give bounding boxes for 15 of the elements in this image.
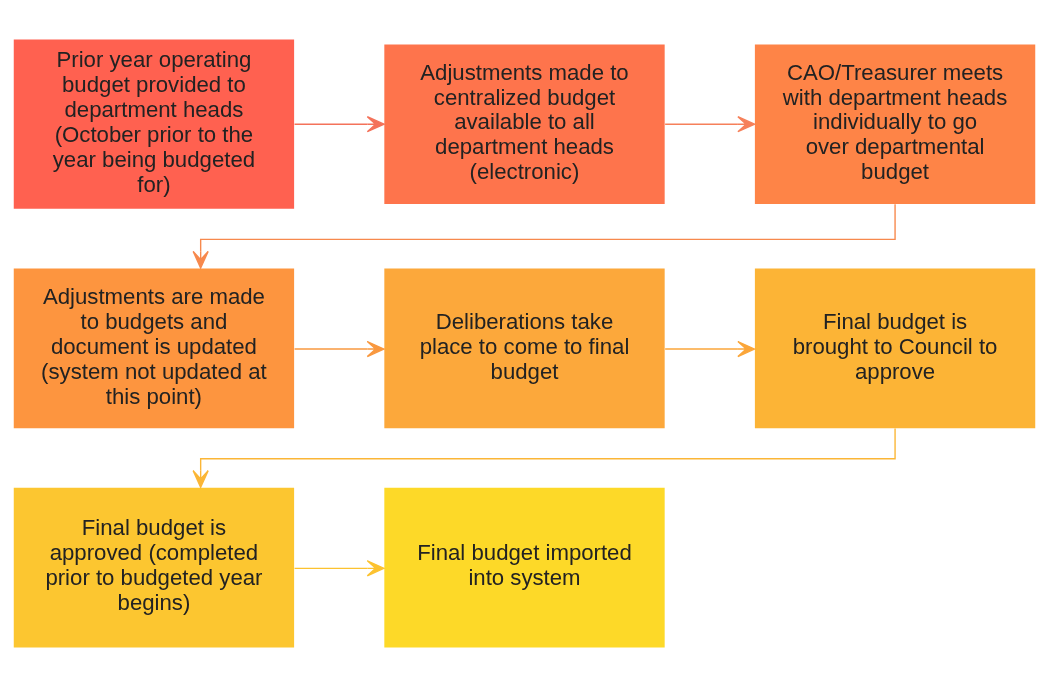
- node-box: Final budget is brought to Council to approve: [754, 268, 1036, 429]
- arrow: [293, 340, 385, 358]
- node-box: CAO/Treasurer meets with department heads individually to go over departmental budget: [754, 44, 1036, 204]
- arrow: [192, 427, 896, 488]
- node-box: Prior year operating budget provided to department heads (October prior to the year being budgeted for): [13, 39, 295, 209]
- arrow: [293, 116, 385, 133]
- node-box: Adjustments are made to budgets and document is updated (system not updated at this point): [13, 268, 295, 429]
- arrow: [664, 340, 756, 358]
- node-box: Final budget is approved (completed prior to budgeted year begins): [13, 487, 295, 648]
- arrow: [192, 203, 896, 269]
- arrow: [293, 560, 385, 577]
- node-box: Adjustments made to centralized budget available to all department heads (electronic): [384, 44, 665, 204]
- arrow: [664, 116, 756, 133]
- node-box: Final budget imported into system: [384, 487, 665, 648]
- node-box: Deliberations take place to come to final budget: [384, 268, 665, 429]
